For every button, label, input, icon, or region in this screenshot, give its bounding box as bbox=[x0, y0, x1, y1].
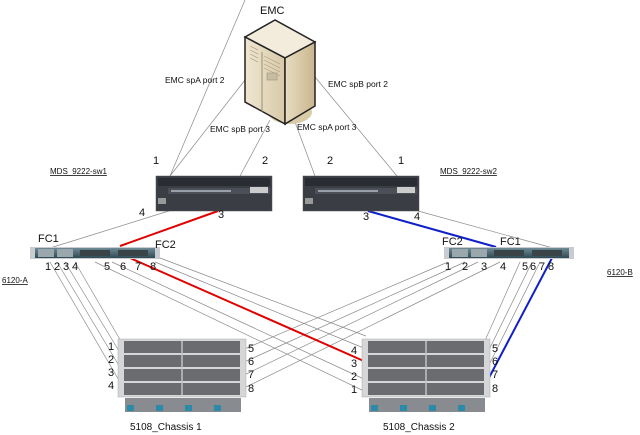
ch1-left-port-2: 2 bbox=[108, 354, 114, 366]
fiB-port-5: 5 bbox=[522, 261, 528, 273]
link-red-sw1p3-fiA-fc2 bbox=[119, 210, 219, 247]
link-fiB-p7-ch2 bbox=[485, 261, 541, 372]
fiA-port-8: 8 bbox=[150, 261, 156, 273]
fiB-fc2-label: FC2 bbox=[442, 236, 463, 248]
chassis-1[interactable] bbox=[117, 338, 247, 412]
fiA-name: 6120-A bbox=[2, 276, 28, 285]
fiB-name: 6120-B bbox=[607, 268, 633, 277]
link-fiB-p6-ch2 bbox=[484, 261, 533, 359]
ch2-left-port-4: 4 bbox=[351, 345, 357, 357]
fiB-fc1-label: FC1 bbox=[500, 236, 521, 248]
fabric-interconnect-b[interactable] bbox=[444, 247, 574, 259]
ch1-left-port-1: 1 bbox=[108, 341, 114, 353]
link-red-fiA-p7-ch2p3 bbox=[129, 257, 367, 363]
link-fiB-p2-ch1 bbox=[241, 261, 466, 364]
link-fiA-p5-ch2 bbox=[94, 261, 367, 393]
mds-sw2-port1: 1 bbox=[398, 155, 404, 167]
fiB-port-8: 8 bbox=[548, 261, 554, 273]
link-fiA-p1-ch1 bbox=[49, 261, 121, 383]
fiB-port-labels: 1 2 3 4 5 6 7 8 bbox=[445, 261, 554, 273]
link-emc-spB3-sw1p2 bbox=[239, 119, 271, 177]
link-fiA-p8-ch2 bbox=[154, 261, 367, 350]
fiB-port-3: 3 bbox=[481, 261, 487, 273]
link-fiA-p6-ch2 bbox=[111, 261, 367, 381]
mds-sw1-port1: 1 bbox=[153, 155, 159, 167]
mds-sw1-name: MDS_9222-sw1 bbox=[50, 167, 107, 176]
fiB-port-1: 1 bbox=[445, 261, 451, 273]
link-fiB-p1-ch1 bbox=[241, 261, 449, 351]
ch1-left-port-3: 3 bbox=[108, 367, 114, 379]
mds-sw2-port4: 4 bbox=[414, 211, 420, 223]
mds-sw1-port2: 2 bbox=[262, 155, 268, 167]
fiB-port-7: 7 bbox=[539, 261, 545, 273]
link-emc-spB2-sw2p1 bbox=[314, 76, 398, 177]
mds-switch-1[interactable] bbox=[155, 175, 273, 212]
fiA-port-3: 3 bbox=[63, 261, 69, 273]
chassis-2-name: 5108_Chassis 2 bbox=[383, 422, 455, 433]
fiA-port-6: 6 bbox=[120, 261, 126, 273]
fiA-port-labels: 1 2 3 4 5 6 7 8 bbox=[45, 261, 156, 273]
link-emc-spA2-sw1p1 bbox=[169, 79, 246, 177]
mds-sw1-port4: 4 bbox=[139, 207, 145, 219]
fiA-port-7: 7 bbox=[135, 261, 141, 273]
link-fiA-p3-ch1 bbox=[64, 261, 123, 357]
chassis-1-name: 5108_Chassis 1 bbox=[130, 422, 202, 433]
link-fiB-p3-ch1 bbox=[241, 261, 479, 377]
link-sw1p4-fiA-fc1 bbox=[49, 209, 173, 249]
link-emc-spA3-sw2p2 bbox=[294, 121, 316, 177]
emc-title: EMC bbox=[260, 5, 285, 17]
mds-sw2-port3: 3 bbox=[363, 211, 369, 223]
ch1-right-port-6: 6 bbox=[248, 356, 254, 368]
fiB-port-4: 4 bbox=[500, 261, 506, 273]
link-fiA-p2-ch1 bbox=[56, 261, 122, 370]
mds-sw1-port3: 3 bbox=[218, 209, 224, 221]
ch1-right-port-5: 5 bbox=[248, 343, 254, 355]
label-emc-spb-port3: EMC spB port 3 bbox=[210, 124, 270, 134]
ch1-right-port-8: 8 bbox=[248, 383, 254, 395]
label-emc-spa-port2: EMC spA port 2 bbox=[165, 75, 225, 85]
link-fiB-p5-ch2 bbox=[482, 261, 521, 346]
fiA-port-4: 4 bbox=[72, 261, 78, 273]
link-sw2p4-fiB-fc1 bbox=[417, 210, 554, 249]
ch2-right-port-8: 8 bbox=[492, 383, 498, 395]
link-emc-spA2-sw1p1 bbox=[169, 0, 246, 177]
fiA-port-5: 5 bbox=[104, 261, 110, 273]
fiA-fc2-label: FC2 bbox=[155, 239, 176, 251]
ch2-right-port-7: 7 bbox=[492, 369, 498, 381]
link-blue-fiB-p8-ch2p8 bbox=[481, 257, 553, 392]
emc-storage-array[interactable] bbox=[243, 19, 317, 126]
ch2-left-port-3: 3 bbox=[351, 358, 357, 370]
mds-switch-2[interactable] bbox=[302, 175, 420, 212]
ch2-right-port-5: 5 bbox=[492, 343, 498, 355]
fiB-port-6: 6 bbox=[530, 261, 536, 273]
chassis-2[interactable] bbox=[361, 338, 491, 412]
link-fiA-fc2-ch2 bbox=[159, 257, 367, 337]
link-fiA-p4-ch1 bbox=[74, 261, 123, 344]
mds-sw2-name: MDS_9222-sw2 bbox=[440, 167, 497, 176]
fiB-port-2: 2 bbox=[462, 261, 468, 273]
fiA-port-2: 2 bbox=[54, 261, 60, 273]
link-blue-sw2p3-fiB-fc2 bbox=[367, 210, 497, 248]
fiA-fc1-label: FC1 bbox=[38, 233, 59, 245]
fiA-port-1: 1 bbox=[45, 261, 51, 273]
ch1-left-port-4: 4 bbox=[108, 380, 114, 392]
mds-sw2-port2: 2 bbox=[327, 155, 333, 167]
ch2-left-port-2: 2 bbox=[351, 371, 357, 383]
fabric-interconnect-a[interactable] bbox=[30, 247, 160, 259]
ch2-right-port-6: 6 bbox=[492, 356, 498, 368]
label-emc-spb-port2: EMC spB port 2 bbox=[328, 79, 388, 89]
ch1-right-port-7: 7 bbox=[248, 369, 254, 381]
links-gray bbox=[49, 0, 554, 393]
label-emc-spa-port3: EMC spA port 3 bbox=[297, 122, 357, 132]
ch2-left-port-1: 1 bbox=[351, 384, 357, 396]
link-fiB-p4-ch1 bbox=[241, 261, 501, 390]
